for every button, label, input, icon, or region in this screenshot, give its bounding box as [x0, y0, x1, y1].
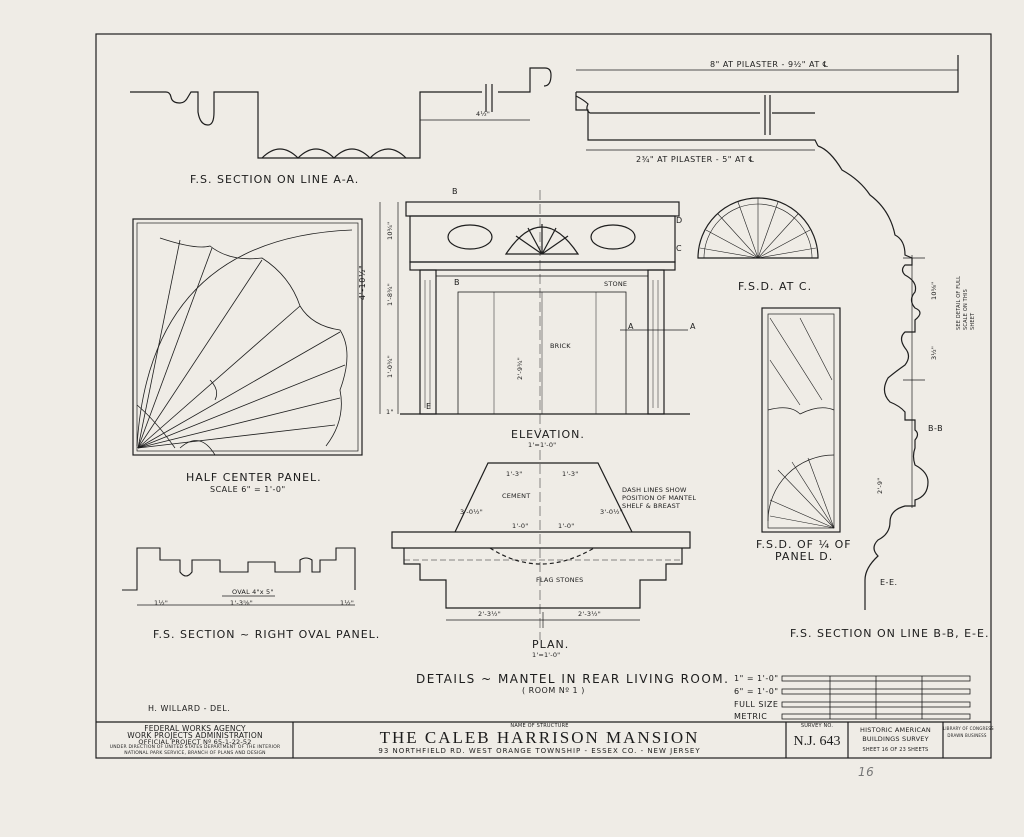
scale-label-4: METRIC — [734, 712, 768, 721]
pencil-page-note: 16 — [858, 765, 875, 779]
fsd-at-c-fan — [697, 197, 819, 259]
dim-10-3-4: 10¾" — [386, 221, 394, 240]
dim-8-pilaster: 8" AT PILASTER - 9½" AT ℄ — [710, 60, 829, 69]
section-mark-b2: B — [454, 278, 460, 287]
label-plan: PLAN. — [532, 638, 570, 651]
label-section-aa: F.S. SECTION ON LINE A-A. — [190, 173, 360, 186]
label-stone: STONE — [604, 280, 628, 288]
half-panel-fan — [136, 229, 353, 456]
cornice-profile — [575, 55, 959, 147]
label-cement: CEMENT — [502, 492, 531, 500]
dim-1-8: 1'-8¾" — [386, 283, 394, 306]
oval-panel-section — [122, 547, 356, 591]
dim-1-0-right: 1'-0" — [558, 522, 575, 530]
label-ee: E-E. — [880, 578, 898, 587]
label-bb: B-B — [928, 424, 944, 433]
agency-line-1: FEDERAL WORKS AGENCY — [144, 724, 246, 733]
half-center-panel — [132, 218, 363, 456]
section-mark-a: A — [628, 322, 634, 331]
drafter-credit: H. WILLARD - DEL. — [148, 704, 231, 713]
section-aa-profile — [130, 67, 552, 159]
dim-3-0-right: 3'-0½" — [600, 508, 623, 516]
label-section-oval-panel: F.S. SECTION ~ RIGHT OVAL PANEL. — [153, 628, 381, 641]
mantel-elevation — [379, 190, 690, 430]
structure-name: THE CALEB HARRISON MANSION — [379, 728, 700, 747]
label-half-panel-scale: SCALE 6" = 1'-0" — [210, 485, 286, 494]
section-mark-d: D — [676, 216, 683, 225]
agency-line-4: UNDER DIRECTION OF UNITED STATES DEPARTM… — [109, 745, 281, 750]
section-bb-ee-profile — [817, 145, 929, 610]
dim-bb-2: 3½" — [930, 345, 938, 360]
survey-no-label: SURVEY NO. — [800, 723, 834, 729]
dim-4-half: 4½" — [476, 110, 491, 118]
agency-line-5: NATIONAL PARK SERVICE, BRANCH OF PLANS A… — [124, 751, 266, 756]
dim-bb-3: 2'-9" — [876, 477, 884, 494]
section-mark-b: B — [452, 187, 458, 196]
label-elevation: ELEVATION. — [511, 428, 585, 441]
section-mark-c: C — [676, 244, 683, 253]
graphic-scales — [781, 675, 971, 720]
dim-3-0-left: 3'-0½" — [460, 508, 483, 516]
scale-label-3: FULL SIZE — [734, 700, 779, 709]
dim-2-3-left: 2'-3½" — [478, 610, 501, 618]
label-fsd-at-c: F.S.D. AT C. — [738, 280, 813, 293]
dim-1-0: 1'-0¾" — [386, 355, 394, 378]
dim-oval-width: 1'-3⅝" — [230, 599, 253, 607]
dim-1-3-right: 1'-3" — [562, 470, 579, 478]
scale-label-2: 6" = 1'-0" — [734, 687, 779, 696]
dim-1: 1" — [386, 408, 394, 416]
survey-number: N.J. 643 — [793, 734, 841, 749]
caption-main: DETAILS ~ MANTEL IN REAR LIVING ROOM. — [416, 672, 730, 686]
dim-oval-side-left: 1½" — [154, 599, 169, 607]
structure-address: 93 NORTHFIELD RD. WEST ORANGE TOWNSHIP -… — [378, 747, 701, 755]
habs-line-2: BUILDINGS SURVEY — [862, 735, 929, 743]
label-elevation-scale: 1'=1'-0" — [528, 441, 557, 449]
section-mark-e: E — [426, 402, 432, 411]
scale-label-1: 1" = 1'-0" — [734, 674, 779, 683]
caption-room: ( ROOM Nº 1 ) — [522, 686, 585, 695]
agency-line-3: OFFICIAL PROJECT Nº 65-1-22-52 — [138, 738, 252, 746]
note-dash-lines: DASH LINES SHOW POSITION OF MANTEL SHELF… — [622, 486, 697, 510]
label-section-bb-ee: F.S. SECTION ON LINE B-B, E-E. — [790, 627, 990, 640]
library-line-2: DRAWN BUSINESS — [947, 733, 987, 738]
agency-line-2: WORK PROJECTS ADMINISTRATION — [127, 731, 263, 740]
dim-bb-1: 10⅝" — [930, 281, 938, 300]
label-flag-stones: FLAG STONES — [536, 576, 584, 584]
sheet-border — [95, 33, 992, 759]
note-bb-detail: SEE DETAIL OF FULL SCALE ON THIS SHEET — [956, 275, 976, 330]
dim-4-10: 4'-10½" — [358, 264, 367, 300]
label-brick: BRICK — [550, 342, 571, 350]
label-fsd-panel-d-1: F.S.D. OF ¼ OF — [756, 538, 852, 551]
sheet-number: SHEET 16 OF 23 SHEETS — [862, 747, 929, 753]
dim-oval: OVAL 4"x 5" — [232, 588, 274, 596]
dim-2-3-4-pilaster: 2¾" AT PILASTER - 5" AT ℄ — [636, 155, 755, 164]
section-mark-a2: A — [690, 322, 696, 331]
label-half-center-panel: HALF CENTER PANEL. — [186, 471, 322, 484]
dim-2-3-right: 2'-3½" — [578, 610, 601, 618]
label-fsd-panel-d-2: PANEL D. — [775, 550, 834, 563]
structure-name-label: NAME OF STRUCTURE — [510, 723, 569, 729]
dim-1-0-left: 1'-0" — [512, 522, 529, 530]
habs-line-1: HISTORIC AMERICAN — [860, 726, 931, 734]
fsd-panel-d — [761, 307, 841, 533]
label-plan-scale: 1'=1'-0" — [532, 651, 561, 659]
mantel-plan — [391, 450, 691, 640]
dim-2-9: 2'-9¾" — [516, 357, 524, 380]
dim-oval-side-right: 1½" — [340, 599, 355, 607]
dim-1-3-left: 1'-3" — [506, 470, 523, 478]
library-line-1: LIBRARY OF CONGRESS — [943, 726, 994, 731]
